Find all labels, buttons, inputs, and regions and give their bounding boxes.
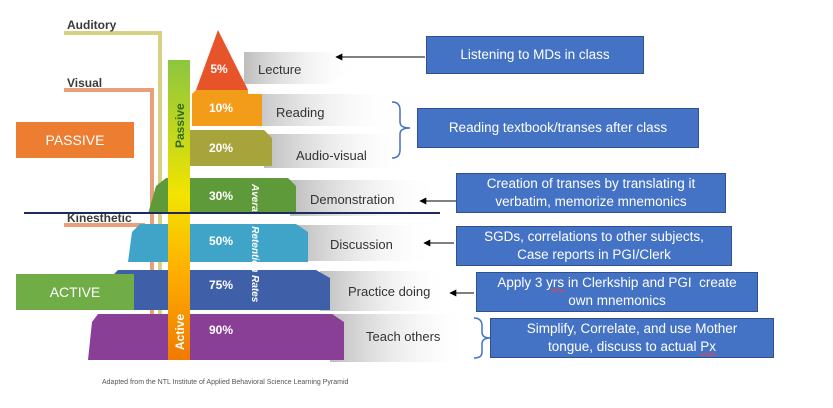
- pyramid-tier-audiovisual: [176, 130, 272, 166]
- shadow-strip-audiovisual: [264, 134, 410, 168]
- callout-discussion: SGDs, correlations to other subjects, Ca…: [456, 226, 732, 266]
- label-teach: Teach others: [366, 329, 441, 344]
- kinesthetic-label: Kinesthetic: [67, 211, 132, 225]
- retention-caption: Average Retention Rates: [249, 183, 260, 303]
- callout-practice: Apply 3 yrs in Clerkship and PGI create …: [476, 272, 758, 312]
- bracket-teach-others: [473, 317, 491, 359]
- callout-practice-line2: own mnemonics: [568, 293, 666, 308]
- pct-teach: 90%: [209, 323, 233, 337]
- callout-discussion-line2: Case reports in PGI/Clerk: [517, 247, 671, 262]
- passive-tag-label: PASSIVE: [45, 132, 105, 148]
- shadow-strip-demonstration: [290, 180, 440, 216]
- shadow-strip-lecture: [244, 52, 360, 84]
- callout-teach-line1: Simplify, Correlate, and use Mother: [526, 321, 738, 336]
- shadow-strip-reading: [248, 94, 398, 126]
- callout-teach-line2-mark: Px: [700, 339, 717, 354]
- bracket-reading-audiovisual: [391, 101, 411, 159]
- callout-lecture: Listening to MDs in class: [426, 36, 644, 74]
- shadow-strip-practice: [320, 271, 452, 311]
- callout-demonstration-line2: verbatim, memorize mnemonics: [495, 194, 687, 209]
- label-discussion: Discussion: [330, 237, 393, 252]
- auditory-label: Auditory: [67, 18, 117, 32]
- label-demonstration: Demonstration: [310, 192, 395, 207]
- label-practice: Practice doing: [348, 284, 430, 299]
- pct-practice: 75%: [209, 278, 233, 292]
- pct-demonstration: 30%: [209, 189, 233, 203]
- callout-demonstration: Creation of transes by translating it ve…: [456, 173, 726, 213]
- shadow-strip-discussion: [296, 225, 436, 261]
- callout-practice-line1-mark: yrs: [546, 275, 565, 290]
- pyramid-tier-practice: [106, 270, 330, 310]
- callout-discussion-line1: SGDs, correlations to other subjects,: [484, 229, 704, 244]
- pct-audiovisual: 20%: [209, 141, 233, 155]
- active-bar-label: Active: [173, 314, 187, 350]
- retention-bar: [168, 60, 190, 360]
- pyramid-tier-reading: [192, 90, 262, 126]
- label-audiovisual: Audio-visual: [296, 148, 367, 163]
- callout-teach-line2-pre: tongue, discuss to actual: [547, 339, 701, 354]
- callout-teach-line2: tongue, discuss to actual Px: [548, 338, 716, 356]
- visual-label: Visual: [67, 76, 102, 90]
- pct-reading: 10%: [209, 101, 233, 115]
- callout-reading: Reading textbook/transes after class: [417, 108, 699, 148]
- pyramid-tier-teach: [88, 314, 344, 360]
- shadow-strip-teach: [330, 314, 470, 362]
- callout-teach: Simplify, Correlate, and use Mother tong…: [490, 318, 774, 358]
- passive-tag: PASSIVE: [16, 122, 134, 158]
- callout-practice-line1-pre: Apply 3: [497, 275, 547, 290]
- passive-bar-label: Passive: [173, 103, 187, 148]
- pyramid-tier-lecture: [196, 30, 248, 90]
- callout-practice-line1: Apply 3 yrs in Clerkship and PGI create: [497, 274, 736, 292]
- active-tag: ACTIVE: [16, 274, 134, 310]
- footer-credit: Adapted from the NTL Institute of Applie…: [102, 379, 349, 386]
- label-lecture: Lecture: [258, 62, 301, 77]
- active-tag-label: ACTIVE: [49, 284, 101, 300]
- callout-lecture-text: Listening to MDs in class: [460, 47, 610, 62]
- callout-reading-text: Reading textbook/transes after class: [448, 120, 668, 135]
- label-reading: Reading: [276, 105, 324, 120]
- pct-discussion: 50%: [209, 234, 233, 248]
- callout-practice-line1-post: in Clerkship and PGI create: [564, 275, 737, 290]
- pct-lecture: 5%: [210, 62, 228, 76]
- callout-demonstration-line1: Creation of transes by translating it: [486, 176, 696, 191]
